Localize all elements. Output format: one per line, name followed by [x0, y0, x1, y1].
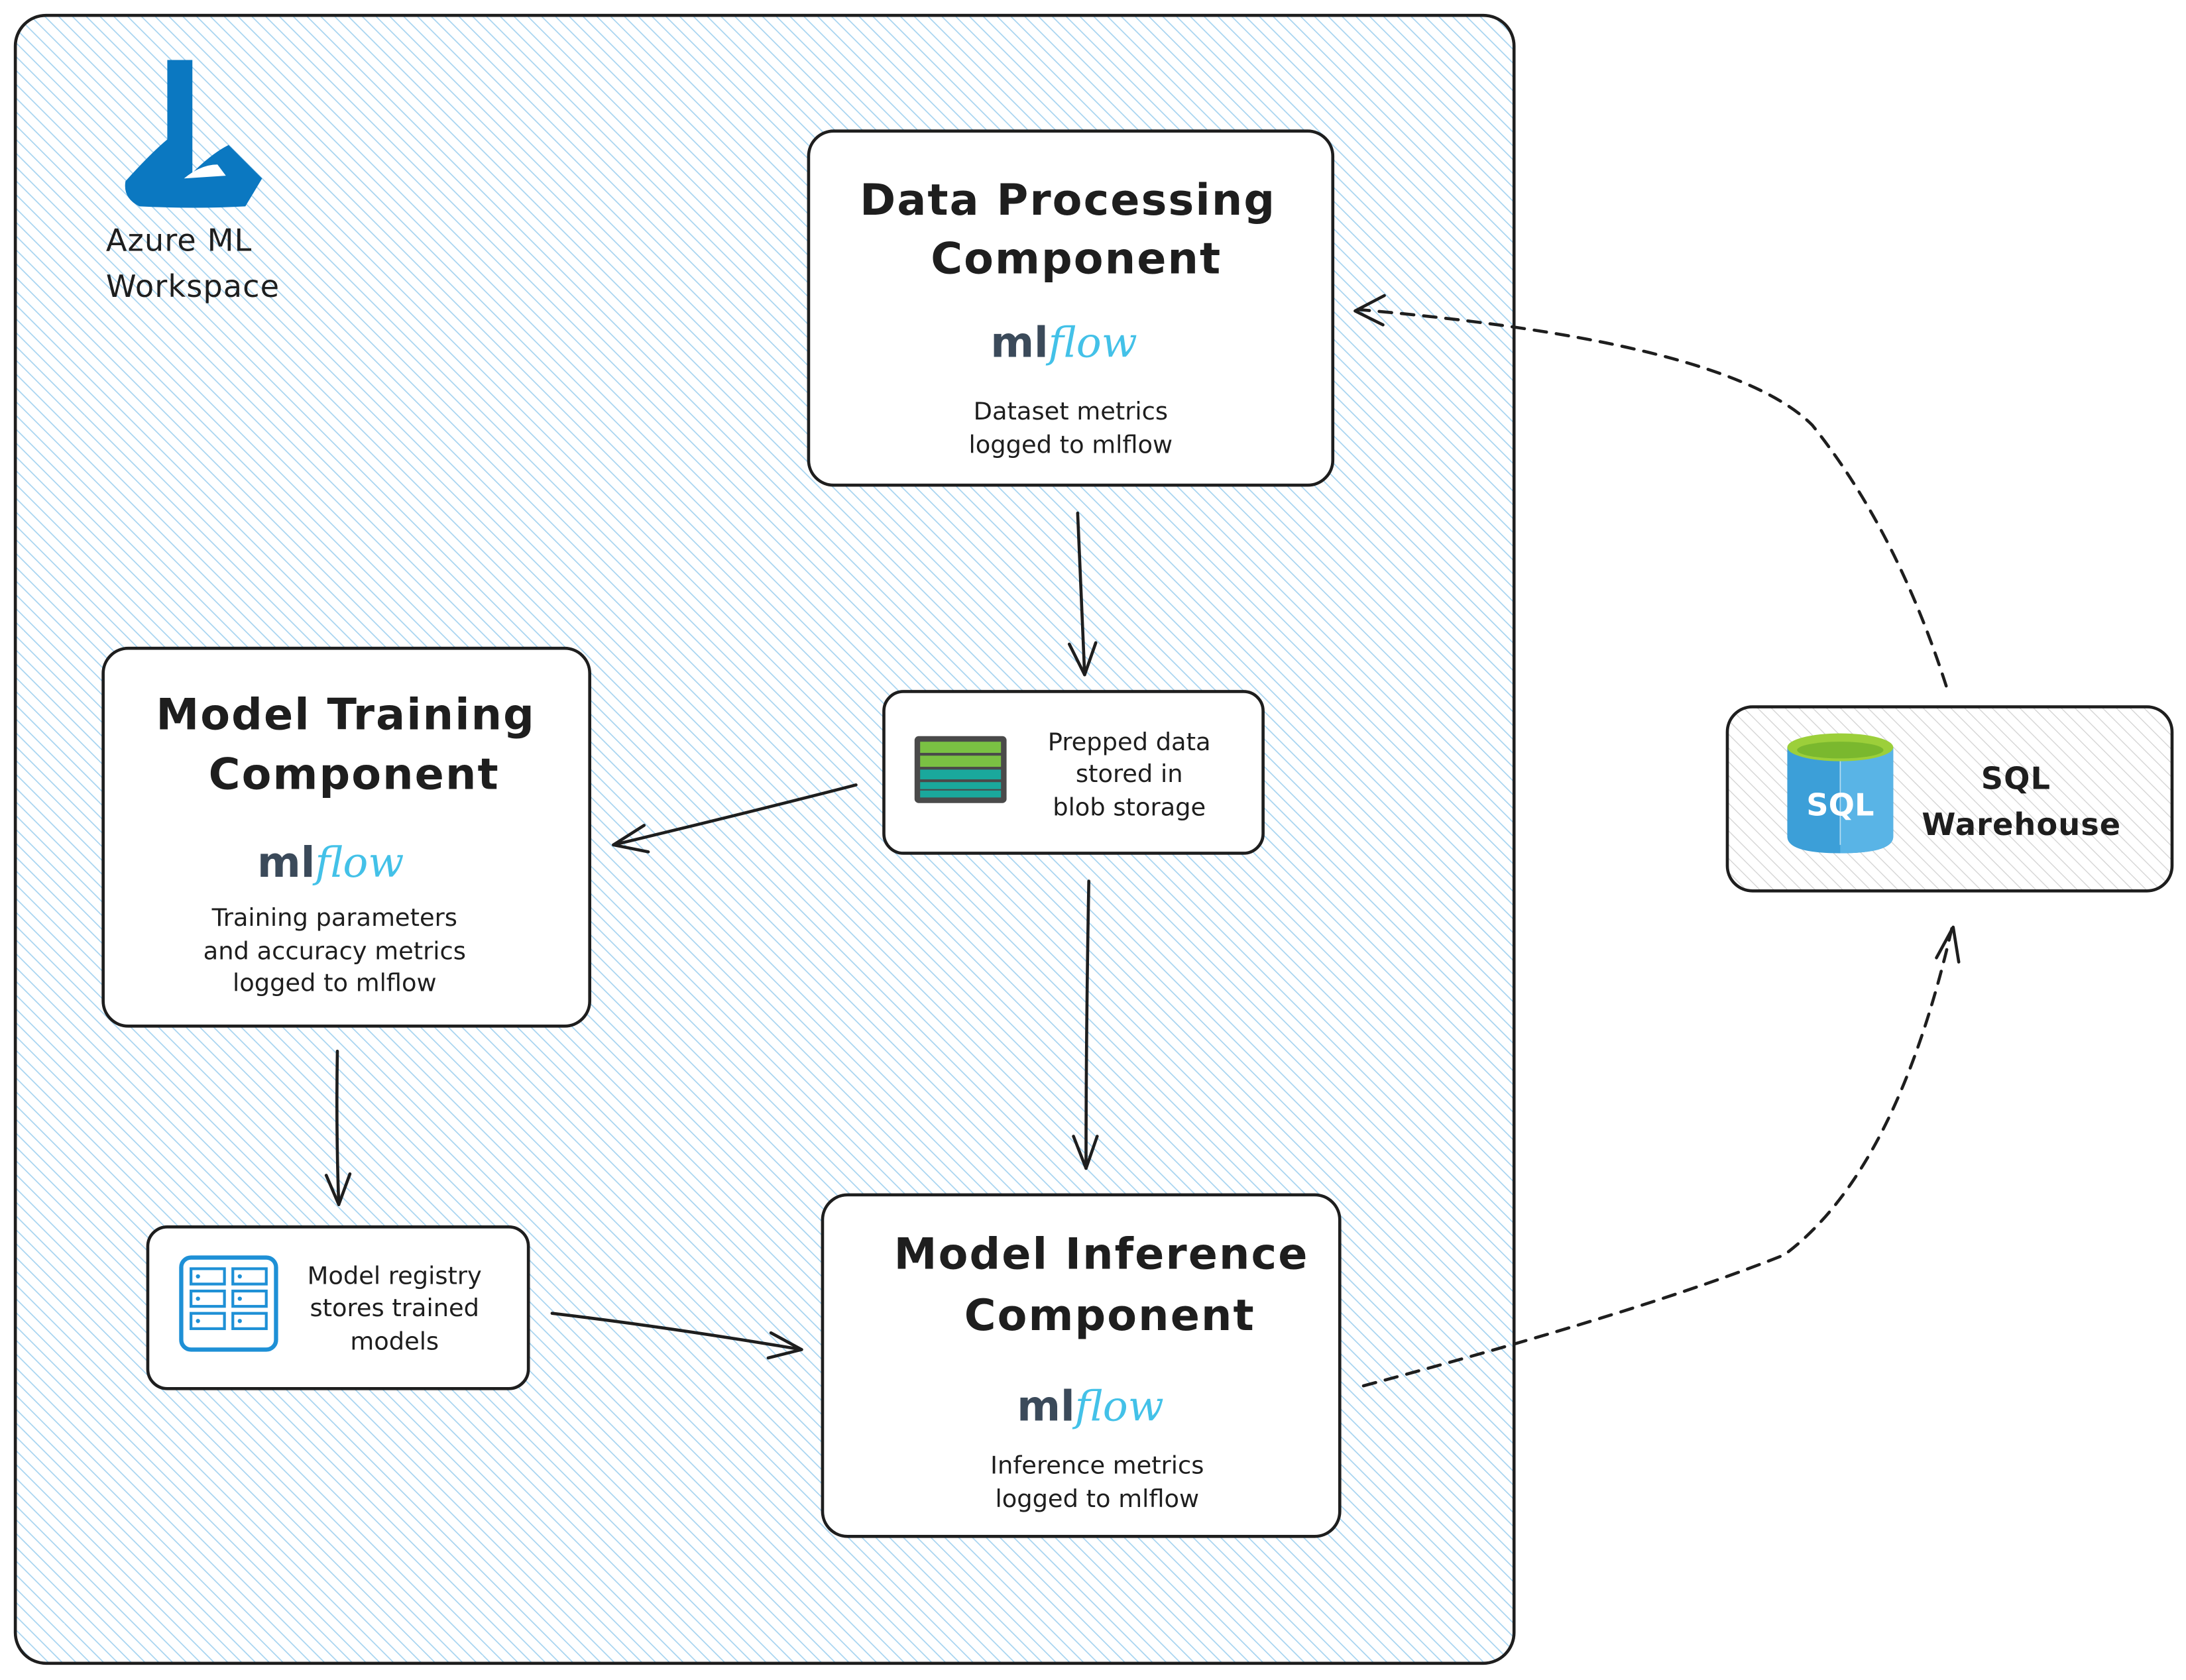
azure-ml-logo: Azure ML Workspace — [106, 60, 280, 304]
mlflow-logo: ml flow — [257, 838, 404, 887]
blob-storage-node[interactable]: Prepped data stored in blob storage — [882, 690, 1265, 855]
model-registry-node[interactable]: Model registry stores trained models — [146, 1225, 530, 1390]
data-processing-title-line-2: Component — [931, 233, 1222, 284]
model-training-title-line-1: Model Training — [156, 689, 536, 740]
mlflow-logo-ml: ml — [1017, 1382, 1074, 1431]
model-training-body-line-1: Training parameters — [211, 903, 457, 932]
storage-table-icon — [914, 736, 1007, 803]
blob-storage-line-2: stored in — [1076, 759, 1183, 788]
model-registry-line-3: models — [350, 1327, 439, 1355]
model-registry-line-1: Model registry — [308, 1262, 482, 1290]
mlflow-logo-flow: flow — [312, 838, 404, 887]
data-processing-body-line-2: logged to mlflow — [969, 431, 1173, 459]
azure-ml-flask-icon — [125, 60, 262, 208]
model-inference-title-line-2: Component — [964, 1290, 1255, 1341]
data-processing-component-card[interactable]: Data Processing Component ml flow Datase… — [807, 129, 1335, 487]
sql-database-icon: SQL — [1787, 733, 1894, 854]
blob-storage-line-3: blob storage — [1053, 793, 1206, 822]
workspace-label-line-2: Workspace — [106, 268, 280, 304]
sql-warehouse-line-1: SQL — [1981, 761, 2051, 797]
mlflow-logo-ml: ml — [257, 838, 315, 887]
mlflow-logo-ml: ml — [990, 318, 1048, 367]
sql-warehouse-line-2: Warehouse — [1922, 807, 2121, 842]
model-inference-body-line-2: logged to mlflow — [996, 1484, 1200, 1513]
data-processing-body-line-1: Dataset metrics — [974, 397, 1168, 425]
mlflow-logo-flow: flow — [1072, 1382, 1164, 1431]
workspace-label-line-1: Azure ML — [106, 223, 253, 258]
model-training-title-line-2: Component — [209, 750, 500, 800]
server-rack-icon — [179, 1255, 278, 1352]
model-training-body-line-2: and accuracy metrics — [203, 936, 466, 965]
model-training-component-card[interactable]: Model Training Component ml flow Trainin… — [101, 646, 592, 1028]
data-processing-title-line-1: Data Processing — [860, 175, 1276, 225]
model-registry-line-2: stores trained — [310, 1294, 479, 1322]
blob-storage-line-1: Prepped data — [1048, 728, 1211, 756]
sql-icon-label: SQL — [1806, 787, 1874, 823]
mlflow-logo: ml flow — [990, 318, 1137, 367]
edge-model-training-to-model-registry — [324, 1049, 352, 1206]
model-inference-component-card[interactable]: Model Inference Component ml flow Infere… — [821, 1193, 1342, 1538]
edge-data-processing-to-blob-storage — [1067, 511, 1098, 677]
model-inference-body-line-1: Inference metrics — [990, 1451, 1204, 1480]
mlflow-logo-flow: flow — [1046, 318, 1137, 367]
model-training-body-line-3: logged to mlflow — [233, 969, 437, 997]
edge-sql-warehouse-to-data-processing — [1353, 294, 1948, 688]
edge-model-inference-to-sql-warehouse — [1361, 925, 1961, 1388]
edge-blob-storage-to-model-training — [612, 783, 858, 854]
edge-blob-storage-to-model-inference — [1072, 879, 1099, 1170]
sql-warehouse-node[interactable]: SQL SQL Warehouse — [1725, 705, 2174, 893]
model-inference-title-line-1: Model Inference — [894, 1229, 1309, 1279]
edge-model-registry-to-model-inference — [550, 1312, 803, 1360]
mlflow-logo: ml flow — [1017, 1382, 1163, 1431]
